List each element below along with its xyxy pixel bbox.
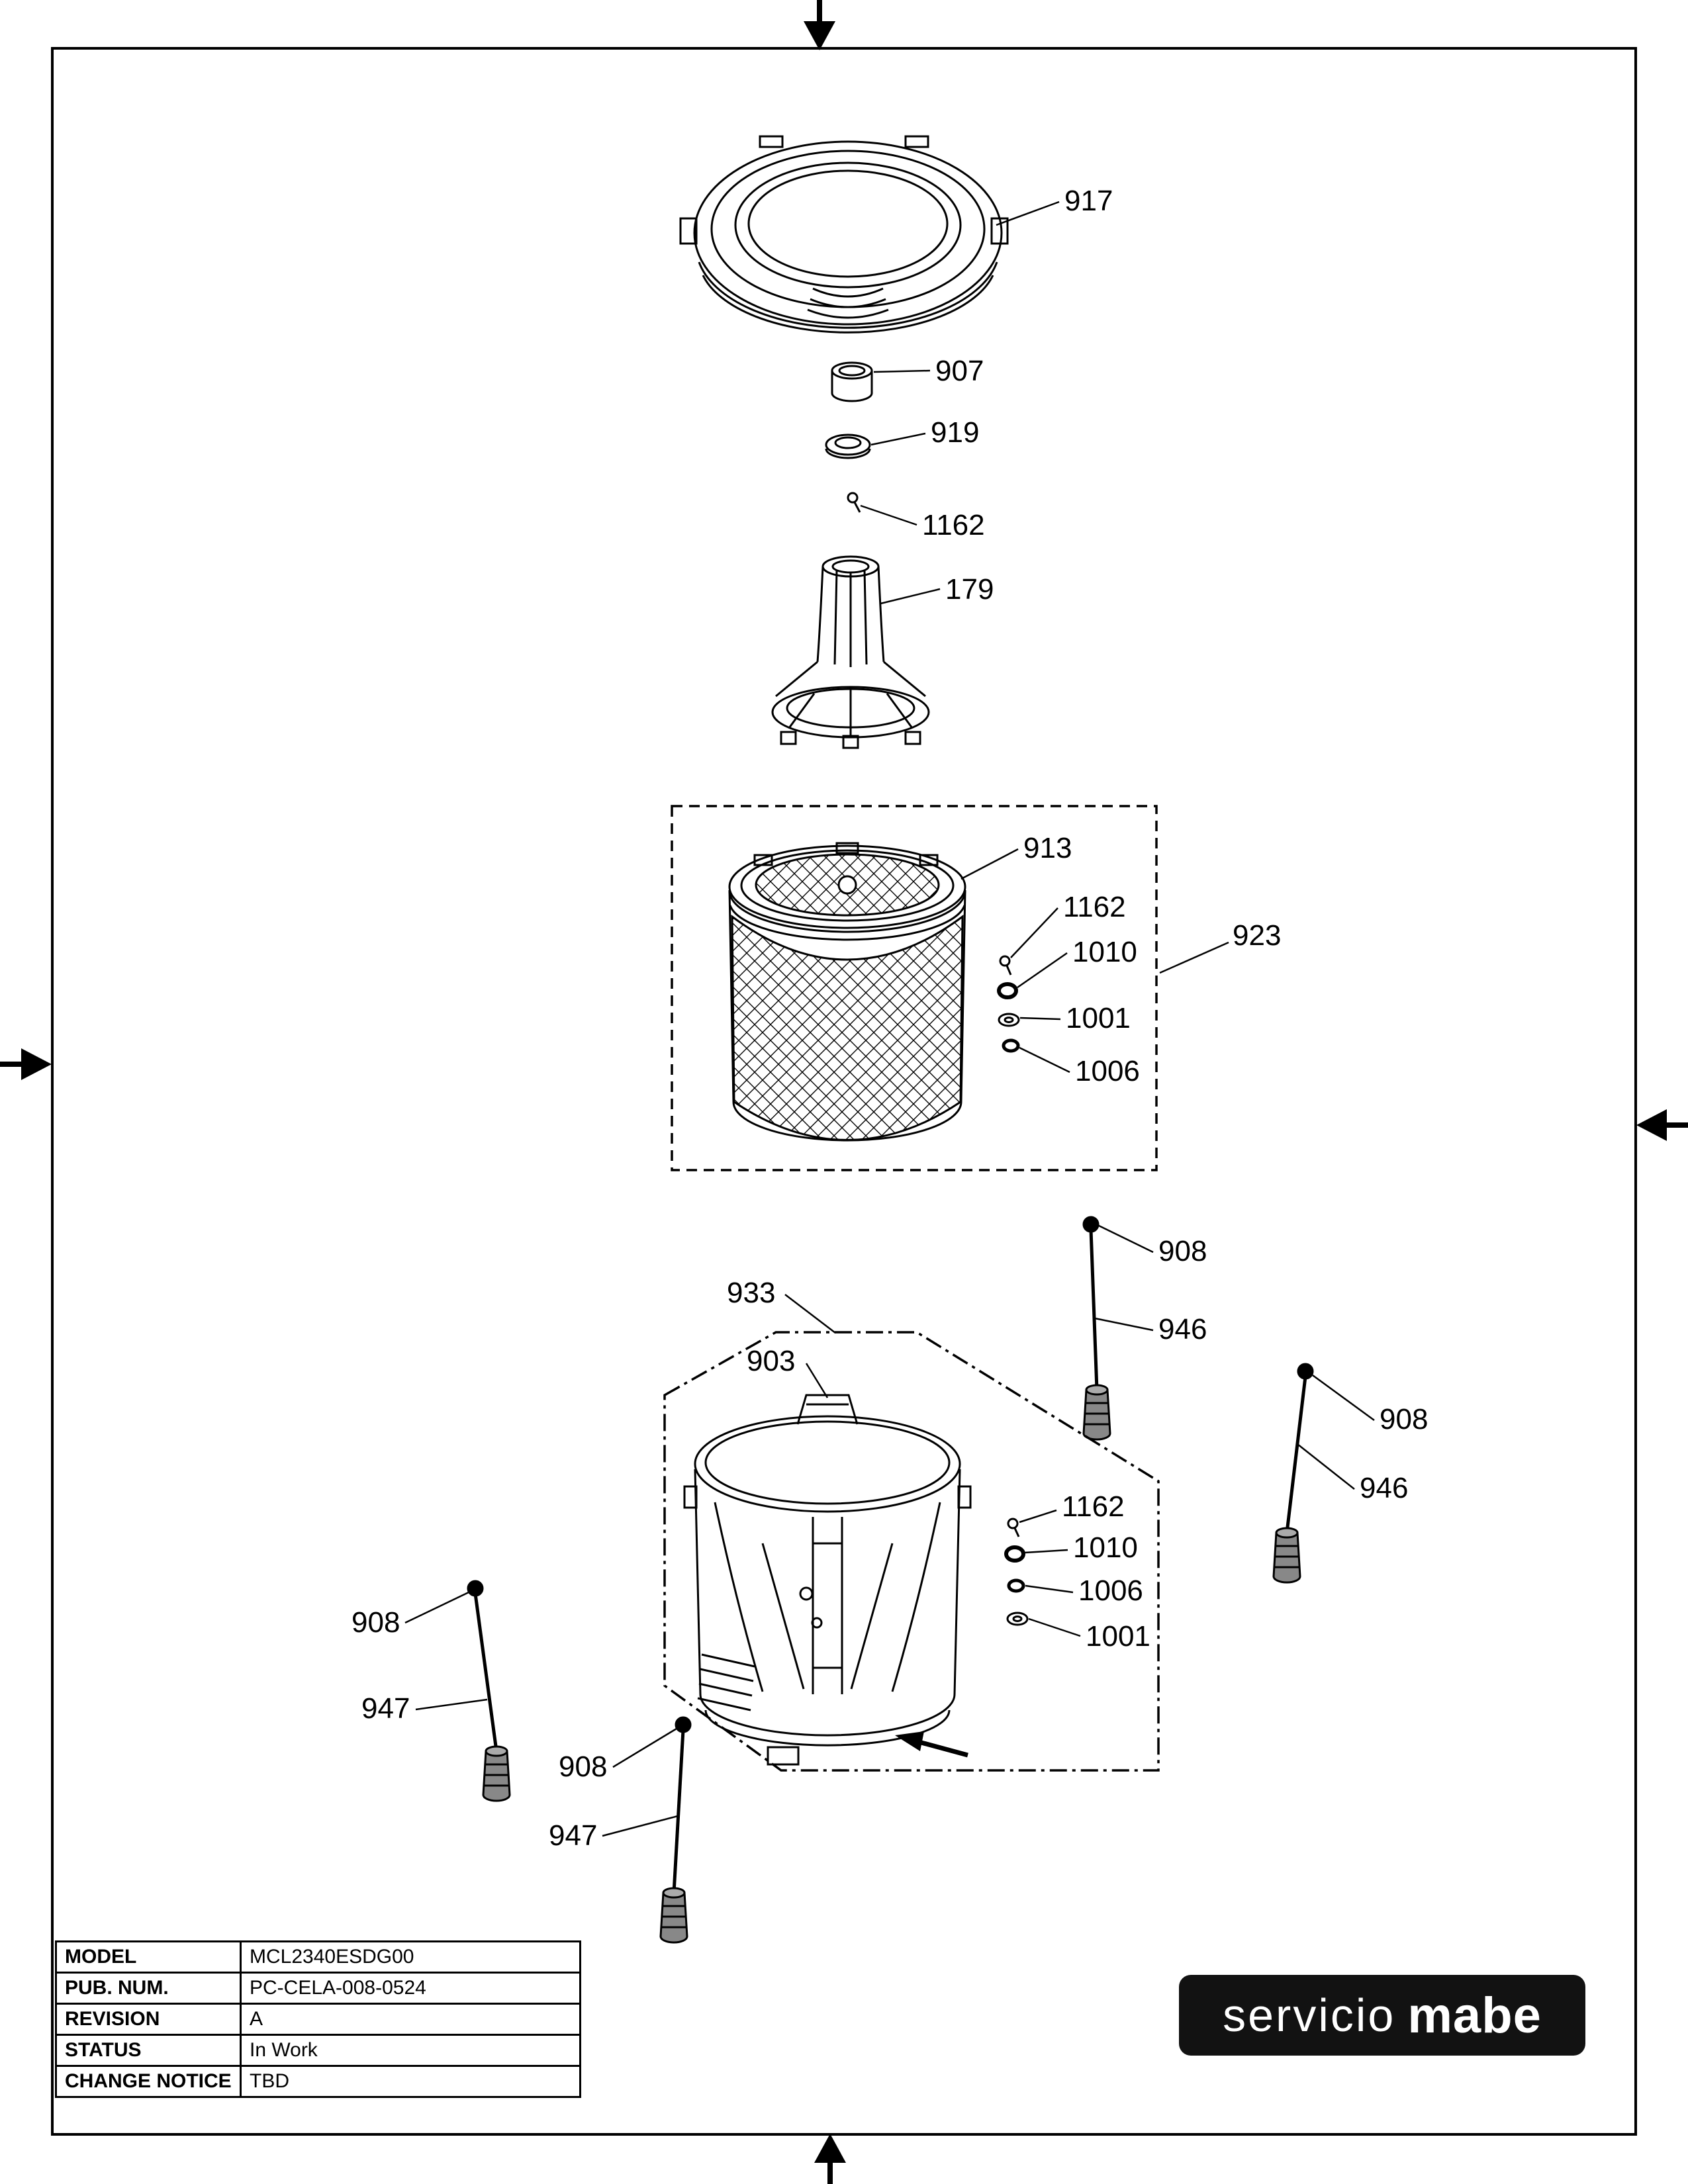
callout-947: 947: [361, 1692, 410, 1725]
part-suspension-rod-1: [1082, 1216, 1111, 1441]
callout-1010: 1010: [1072, 936, 1137, 968]
title-block-value: A: [240, 2003, 581, 2036]
callout-908: 908: [1158, 1235, 1207, 1267]
callout-947: 947: [549, 1819, 597, 1852]
servicio-mabe-logo: servicio mabe: [1179, 1975, 1585, 2056]
group-box-933: [663, 1331, 1160, 1772]
callout-1010: 1010: [1073, 1531, 1138, 1564]
title-block-value: MCL2340ESDG00: [240, 1940, 581, 1974]
callout-1001: 1001: [1066, 1002, 1131, 1034]
title-block-label: CHANGE NOTICE: [55, 2065, 242, 2098]
center-mark-arrow-right-icon: [1636, 1109, 1688, 1141]
callout-907: 907: [935, 355, 984, 387]
callout-946: 946: [1158, 1313, 1207, 1345]
part-bushing-907: [831, 361, 873, 402]
table-row: REVISION A: [55, 2003, 581, 2036]
group-box-923: [671, 805, 1158, 1171]
title-block-label: REVISION: [55, 2003, 242, 2036]
center-mark-arrow-top-icon: [804, 0, 835, 50]
table-row: CHANGE NOTICE TBD: [55, 2065, 581, 2098]
part-seal-919: [825, 433, 871, 459]
callout-179: 179: [945, 573, 994, 606]
part-suspension-rod-4: [659, 1716, 692, 1944]
part-inner-basket-913: [728, 842, 966, 1142]
table-row: STATUS In Work: [55, 2034, 581, 2067]
direction-arrow-icon: [895, 1731, 968, 1758]
table-row: MODEL MCL2340ESDG00: [55, 1940, 581, 1974]
page-border: [51, 47, 1637, 2136]
title-block-table: MODEL MCL2340ESDG00 PUB. NUM. PC-CELA-00…: [55, 1940, 581, 2098]
leader-lines: [404, 201, 1375, 1837]
callout-908: 908: [352, 1606, 400, 1639]
callout-933: 933: [727, 1277, 775, 1309]
callout-903: 903: [747, 1345, 795, 1377]
title-block-value: PC-CELA-008-0524: [240, 1972, 581, 2005]
part-tub-cover-917: [679, 135, 1009, 334]
logo-word-mabe: mabe: [1407, 1987, 1542, 2044]
callout-917: 917: [1064, 185, 1113, 217]
callout-1006: 1006: [1078, 1574, 1143, 1607]
title-block-value: In Work: [240, 2034, 581, 2067]
callout-923: 923: [1233, 919, 1281, 952]
part-drive-hub-179: [771, 555, 930, 749]
part-screw-1162-top: [847, 492, 861, 513]
part-outer-tub-903: [683, 1394, 972, 1766]
part-suspension-rod-3: [467, 1580, 511, 1802]
title-block-label: MODEL: [55, 1940, 242, 1974]
callout-946: 946: [1360, 1472, 1408, 1504]
callout-908: 908: [559, 1751, 607, 1783]
part-hardware-basket: [997, 955, 1020, 1053]
callout-1162: 1162: [922, 509, 985, 541]
title-block-value: TBD: [240, 2065, 581, 2098]
center-mark-arrow-left-icon: [0, 1048, 52, 1080]
callout-1006: 1006: [1075, 1055, 1140, 1087]
title-block-label: STATUS: [55, 2034, 242, 2067]
callout-1162: 1162: [1063, 891, 1126, 923]
center-mark-arrow-bottom-icon: [814, 2134, 846, 2184]
table-row: PUB. NUM. PC-CELA-008-0524: [55, 1972, 581, 2005]
callout-913: 913: [1023, 832, 1072, 864]
callout-908: 908: [1380, 1403, 1428, 1435]
callout-1162: 1162: [1062, 1490, 1125, 1523]
part-hardware-tub: [1004, 1518, 1029, 1626]
title-block-label: PUB. NUM.: [55, 1972, 242, 2005]
callout-1001: 1001: [1086, 1620, 1150, 1653]
part-suspension-rod-2: [1272, 1363, 1314, 1584]
logo-word-servicio: servicio: [1223, 1989, 1396, 2041]
callout-919: 919: [931, 416, 979, 449]
callout-labels: 917 907 919 1162 179 913 1162 1010 1001 …: [352, 185, 1428, 1852]
